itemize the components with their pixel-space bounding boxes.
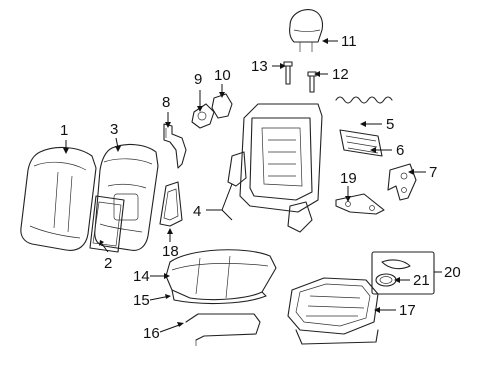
back-panel-part <box>89 195 125 253</box>
callout-20: 20 <box>444 264 461 281</box>
callout-12: 12 <box>332 66 349 83</box>
callout-labels: 1 2 3 4 5 6 7 8 9 10 11 12 13 14 15 16 1… <box>60 33 461 342</box>
callout-8: 8 <box>162 94 170 111</box>
callout-1: 1 <box>60 122 68 139</box>
bracket-part-7 <box>387 163 417 201</box>
callout-15: 15 <box>133 292 150 309</box>
leader-lines <box>63 38 442 333</box>
callout-7: 7 <box>429 164 437 181</box>
seat-back-cover-part <box>20 147 97 251</box>
callout-18: 18 <box>162 243 179 260</box>
link-part <box>335 193 385 215</box>
callout-21: 21 <box>413 272 430 289</box>
headrest-guide-12 <box>307 71 317 93</box>
lumbar-support-part <box>339 129 383 157</box>
callout-14: 14 <box>133 268 150 285</box>
callout-16: 16 <box>143 325 160 342</box>
callout-4: 4 <box>193 203 201 220</box>
seat-back-frame-part <box>227 103 323 233</box>
seat-cushion-part <box>165 249 277 305</box>
callout-3: 3 <box>110 121 118 138</box>
seat-pan-frame-part <box>287 277 379 345</box>
headrest-part <box>289 9 324 52</box>
spring-part <box>335 96 393 104</box>
callout-10: 10 <box>214 67 231 84</box>
hardware-kit-box <box>371 251 435 295</box>
headrest-guide-13 <box>283 61 293 85</box>
callout-6: 6 <box>396 142 404 159</box>
trim-panel-part <box>159 181 183 227</box>
wire-frame-part <box>185 313 261 346</box>
callout-9: 9 <box>194 71 202 88</box>
callout-2: 2 <box>104 255 112 272</box>
bracket-part-8 <box>163 123 187 169</box>
callout-17: 17 <box>399 302 416 319</box>
callout-11: 11 <box>341 33 357 50</box>
recliner-parts <box>191 93 233 129</box>
seat-back-assembly-part <box>94 143 159 251</box>
callout-19: 19 <box>340 170 357 187</box>
callout-13: 13 <box>251 58 268 75</box>
callout-5: 5 <box>386 116 394 133</box>
